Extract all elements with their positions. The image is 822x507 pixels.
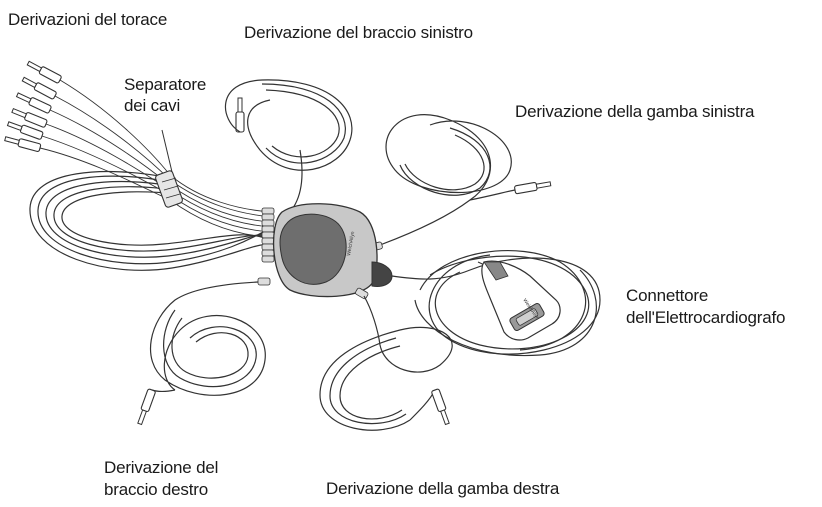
cable-separator-label-line2: dei cavi — [124, 95, 180, 116]
connector-label-line2: dell'Elettrocardiografo — [626, 307, 785, 328]
left-arm-lead-label: Derivazione del braccio sinistro — [244, 22, 473, 43]
left-arm-lead — [225, 80, 351, 212]
right-arm-lead-label-line1: Derivazione del — [104, 457, 218, 478]
connector-label-line1: Connettore — [626, 285, 708, 306]
right-leg-lead — [320, 287, 452, 430]
right-arm-lead-label-line2: braccio destro — [104, 479, 208, 500]
left-leg-lead — [369, 115, 551, 252]
cable-separator — [155, 170, 184, 208]
cable-hub: WelchAllyn — [274, 204, 392, 297]
lead-ferrules — [262, 208, 274, 262]
cable-separator-label-line1: Separatore — [124, 74, 206, 95]
right-leg-lead-label: Derivazione della gamba destra — [326, 478, 559, 499]
chest-leads-label: Derivazioni del torace — [8, 9, 167, 30]
separator-leader-line — [162, 130, 172, 172]
ecg-connector-cable: WelchAllyn — [392, 251, 600, 356]
right-arm-lead — [136, 278, 270, 425]
left-leg-lead-label: Derivazione della gamba sinistra — [515, 101, 754, 122]
